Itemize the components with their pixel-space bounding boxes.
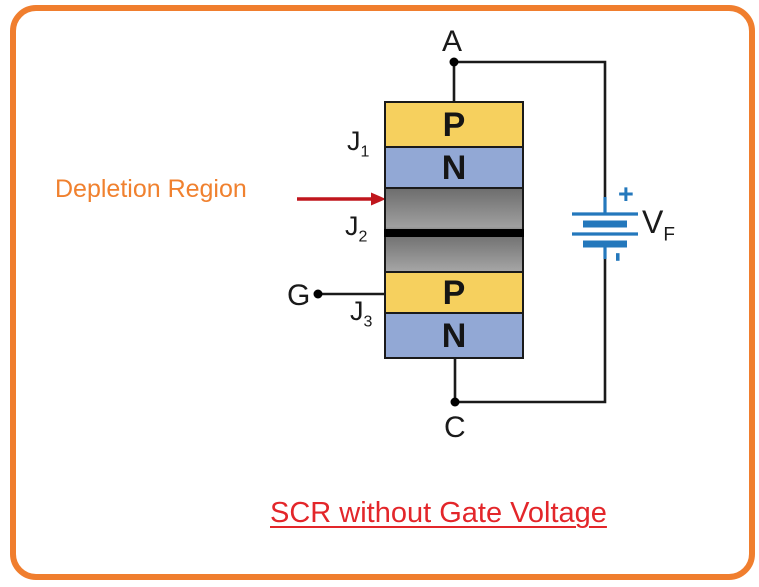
junction-j2-sub: 2 [358, 228, 368, 246]
layer-p-bottom-label: P [442, 273, 466, 312]
depletion-arrow-head [371, 192, 386, 206]
layer-n-top-label: N [441, 148, 467, 187]
cathode-wire [455, 258, 607, 404]
depletion-region-callout: Depletion Region [55, 175, 247, 203]
battery-voltage-base: V [642, 204, 664, 240]
layer-n-bottom-label: N [441, 316, 467, 355]
junction-j2-base: J [345, 211, 359, 241]
layer-p-top: P [384, 101, 524, 148]
junction-j3-label: J3 [350, 298, 372, 330]
junction-j3-base: J [350, 296, 364, 326]
battery-plus-label: + [618, 179, 634, 209]
gate-junction-dot [313, 289, 323, 299]
diagram-border-frame [10, 5, 755, 580]
layer-p-top-label: P [442, 105, 466, 144]
anode-wire [452, 60, 607, 197]
anode-terminal-label: A [442, 25, 463, 58]
junction-j1-base: J [347, 126, 361, 156]
battery-voltage-label: VF [642, 206, 675, 244]
battery-minus-label: - [603, 252, 636, 262]
battery-symbol [572, 197, 638, 259]
layer-depletion-region [384, 187, 524, 273]
junction-j1-label: J1 [347, 128, 369, 160]
junction-j1-sub: 1 [360, 143, 370, 161]
layer-p-bottom: P [384, 271, 524, 314]
cathode-junction-dot [450, 397, 460, 407]
junction-j2-band [384, 229, 524, 237]
junction-j2-label: J2 [345, 213, 367, 245]
gate-terminal-label: G [287, 279, 311, 312]
depletion-arrow [297, 192, 386, 206]
junction-j3-sub: 3 [363, 313, 373, 331]
battery-voltage-sub: F [663, 224, 675, 246]
layer-n-top: N [384, 146, 524, 189]
layer-n-bottom: N [384, 312, 524, 359]
cathode-terminal-label: C [444, 411, 466, 444]
diagram-title: SCR without Gate Voltage [270, 497, 607, 529]
anode-junction-dot [449, 57, 459, 67]
